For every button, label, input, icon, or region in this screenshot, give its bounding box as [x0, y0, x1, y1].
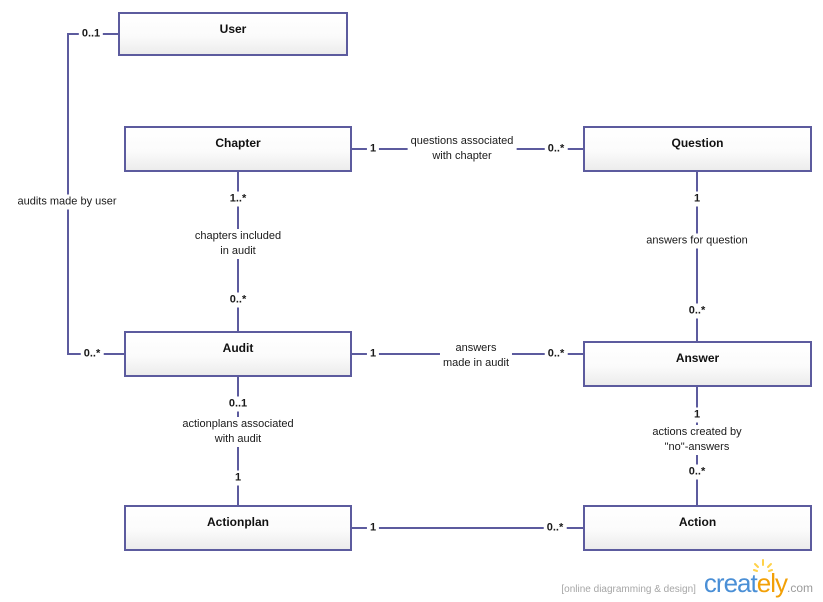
association-label-line: actions created by	[652, 426, 742, 438]
association-label-line: questions associated	[410, 135, 514, 147]
entity-actionplan-title: Actionplan	[207, 515, 269, 529]
association-label-line: with chapter	[432, 150, 492, 162]
association-label-chapter-question: questions associated with chapter	[407, 134, 517, 164]
multiplicity-actionplan-end-right: 1	[366, 520, 380, 536]
multiplicity-audit-end-right: 1	[366, 346, 380, 362]
association-label-line: "no"-answers	[664, 441, 730, 453]
association-label-line: with audit	[214, 433, 262, 445]
multiplicity-user-end: 0..1	[78, 26, 104, 42]
entity-question: Question	[583, 126, 812, 172]
association-label-user-audit: audits made by user	[14, 194, 120, 210]
entity-actionplan: Actionplan	[124, 505, 352, 551]
multiplicity-answer-end-left: 0..*	[544, 346, 568, 362]
multiplicity-audit-end-top: 0..*	[226, 292, 250, 308]
entity-action-title: Action	[678, 515, 717, 529]
association-label-line: in audit	[220, 245, 256, 257]
multiplicity-chapter-end-bottom: 1..*	[226, 191, 250, 207]
multiplicity-action-end-top: 0..*	[685, 464, 709, 480]
logo-domain-suffix: .com	[786, 581, 813, 595]
logo-lightbulb-e: e	[752, 559, 773, 598]
logo-text-bulb-letter: e	[756, 568, 772, 598]
association-label-line: chapters included	[194, 230, 282, 242]
association-label-chapter-audit: chapters included in audit	[191, 229, 285, 259]
entity-audit: Audit	[124, 331, 352, 377]
logo-text-orange: ly	[770, 568, 788, 598]
association-label-audit-answer: answers made in audit	[439, 341, 513, 371]
entity-chapter: Chapter	[124, 126, 352, 172]
multiplicity-audit-end-bottom: 0..1	[225, 396, 251, 412]
association-label-line: answers	[455, 342, 497, 354]
association-label-question-answer: answers for question	[643, 233, 751, 249]
multiplicity-audit-end-left: 0..*	[80, 346, 104, 362]
multiplicity-chapter-end-right: 1	[366, 141, 380, 157]
entity-answer-title: Answer	[675, 351, 720, 365]
entity-chapter-title: Chapter	[215, 136, 261, 150]
multiplicity-answer-end-bottom: 1	[690, 407, 704, 423]
association-label-line: made in audit	[442, 357, 510, 369]
multiplicity-actionplan-end-top: 1	[231, 470, 245, 486]
multiplicity-question-end-bottom: 1	[690, 191, 704, 207]
multiplicity-question-end-left: 0..*	[544, 141, 568, 157]
creately-logo[interactable]: creat ely	[703, 559, 788, 598]
association-label-audit-actionplan: actionplans associated with audit	[179, 417, 297, 447]
logo-text-blue: creat	[703, 568, 758, 598]
creately-branding[interactable]: [online diagramming & design] creat ely …	[561, 559, 813, 598]
lightbulb-rays-icon	[752, 559, 773, 572]
multiplicity-answer-end-top: 0..*	[685, 303, 709, 319]
entity-user-title: User	[219, 22, 247, 36]
entity-user: User	[118, 12, 348, 56]
multiplicity-action-end-left: 0..*	[543, 520, 567, 536]
association-label-answer-action: actions created by "no"-answers	[649, 425, 745, 455]
entity-question-title: Question	[671, 136, 724, 150]
branding-tagline: [online diagramming & design]	[561, 584, 696, 595]
entity-audit-title: Audit	[222, 341, 254, 355]
association-label-line: actionplans associated	[182, 418, 294, 430]
entity-action: Action	[583, 505, 812, 551]
entity-answer: Answer	[583, 341, 812, 387]
